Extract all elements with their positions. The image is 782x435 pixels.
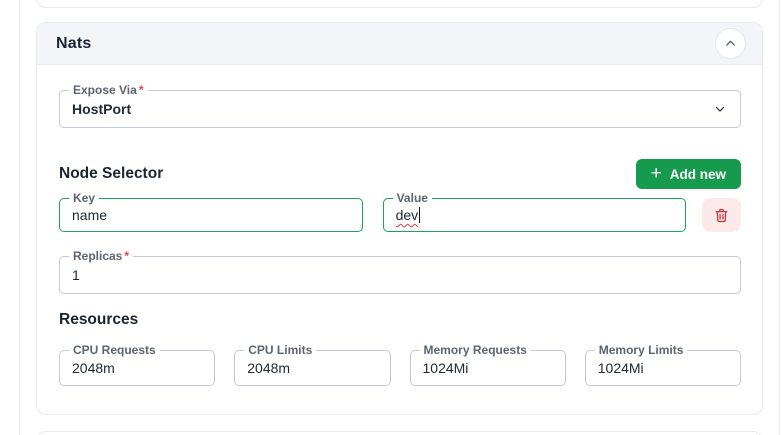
nats-card: Nats Expose Via* HostPort xyxy=(36,22,763,415)
value-input[interactable]: Value dev xyxy=(382,191,687,232)
trash-icon xyxy=(713,207,730,224)
cpu-limits-label: CPU Limits xyxy=(244,343,317,357)
panel-left-border xyxy=(19,0,20,435)
nats-card-body: Expose Via* HostPort Node Selector + Add… xyxy=(37,83,762,386)
memory-limits-label: Memory Limits xyxy=(594,343,688,357)
key-label: Key xyxy=(69,191,100,205)
value-value: dev xyxy=(395,207,419,223)
memory-limits-input[interactable]: Memory Limits 1024Mi xyxy=(584,343,741,386)
cpu-limits-input[interactable]: CPU Limits 2048m xyxy=(234,343,391,386)
chevron-down-icon xyxy=(712,101,728,117)
key-input[interactable]: Key name xyxy=(59,191,363,232)
cpu-requests-input[interactable]: CPU Requests 2048m xyxy=(59,343,216,386)
memory-requests-label: Memory Requests xyxy=(419,343,531,357)
cpu-requests-value: 2048m xyxy=(72,360,115,376)
node-selector-row: Key name Value dev xyxy=(59,191,741,232)
plus-icon: + xyxy=(650,162,662,184)
next-card-edge xyxy=(36,431,763,435)
required-marker: * xyxy=(138,83,144,97)
replicas-input[interactable]: Replicas* 1 xyxy=(59,249,741,294)
delete-row-button[interactable] xyxy=(702,198,741,232)
card-title: Nats xyxy=(56,34,92,52)
expose-via-select[interactable]: Expose Via* HostPort xyxy=(59,83,741,128)
chevron-up-icon xyxy=(723,36,738,51)
node-selector-heading: Node Selector xyxy=(59,165,164,182)
expose-via-value: HostPort xyxy=(72,101,132,117)
memory-requests-value: 1024Mi xyxy=(422,360,469,376)
previous-card-edge xyxy=(36,0,763,8)
resources-row: CPU Requests 2048m CPU Limits 2048m Memo… xyxy=(59,343,741,386)
memory-limits-value: 1024Mi xyxy=(597,360,644,376)
text-cursor xyxy=(418,207,421,223)
replicas-value: 1 xyxy=(72,267,80,283)
collapse-button[interactable] xyxy=(715,28,746,59)
key-value: name xyxy=(72,207,108,223)
cpu-requests-label: CPU Requests xyxy=(69,343,160,357)
memory-requests-input[interactable]: Memory Requests 1024Mi xyxy=(409,343,566,386)
cpu-limits-value: 2048m xyxy=(247,360,291,376)
replicas-label: Replicas xyxy=(73,249,123,263)
value-label: Value xyxy=(392,191,432,205)
add-new-button[interactable]: + Add new xyxy=(635,159,741,189)
resources-heading: Resources xyxy=(59,311,139,328)
expose-via-label: Expose Via xyxy=(73,83,137,97)
required-marker: * xyxy=(124,249,130,263)
panel-right-border xyxy=(779,0,780,435)
add-new-label: Add new xyxy=(669,166,726,182)
nats-card-header: Nats xyxy=(37,23,762,65)
